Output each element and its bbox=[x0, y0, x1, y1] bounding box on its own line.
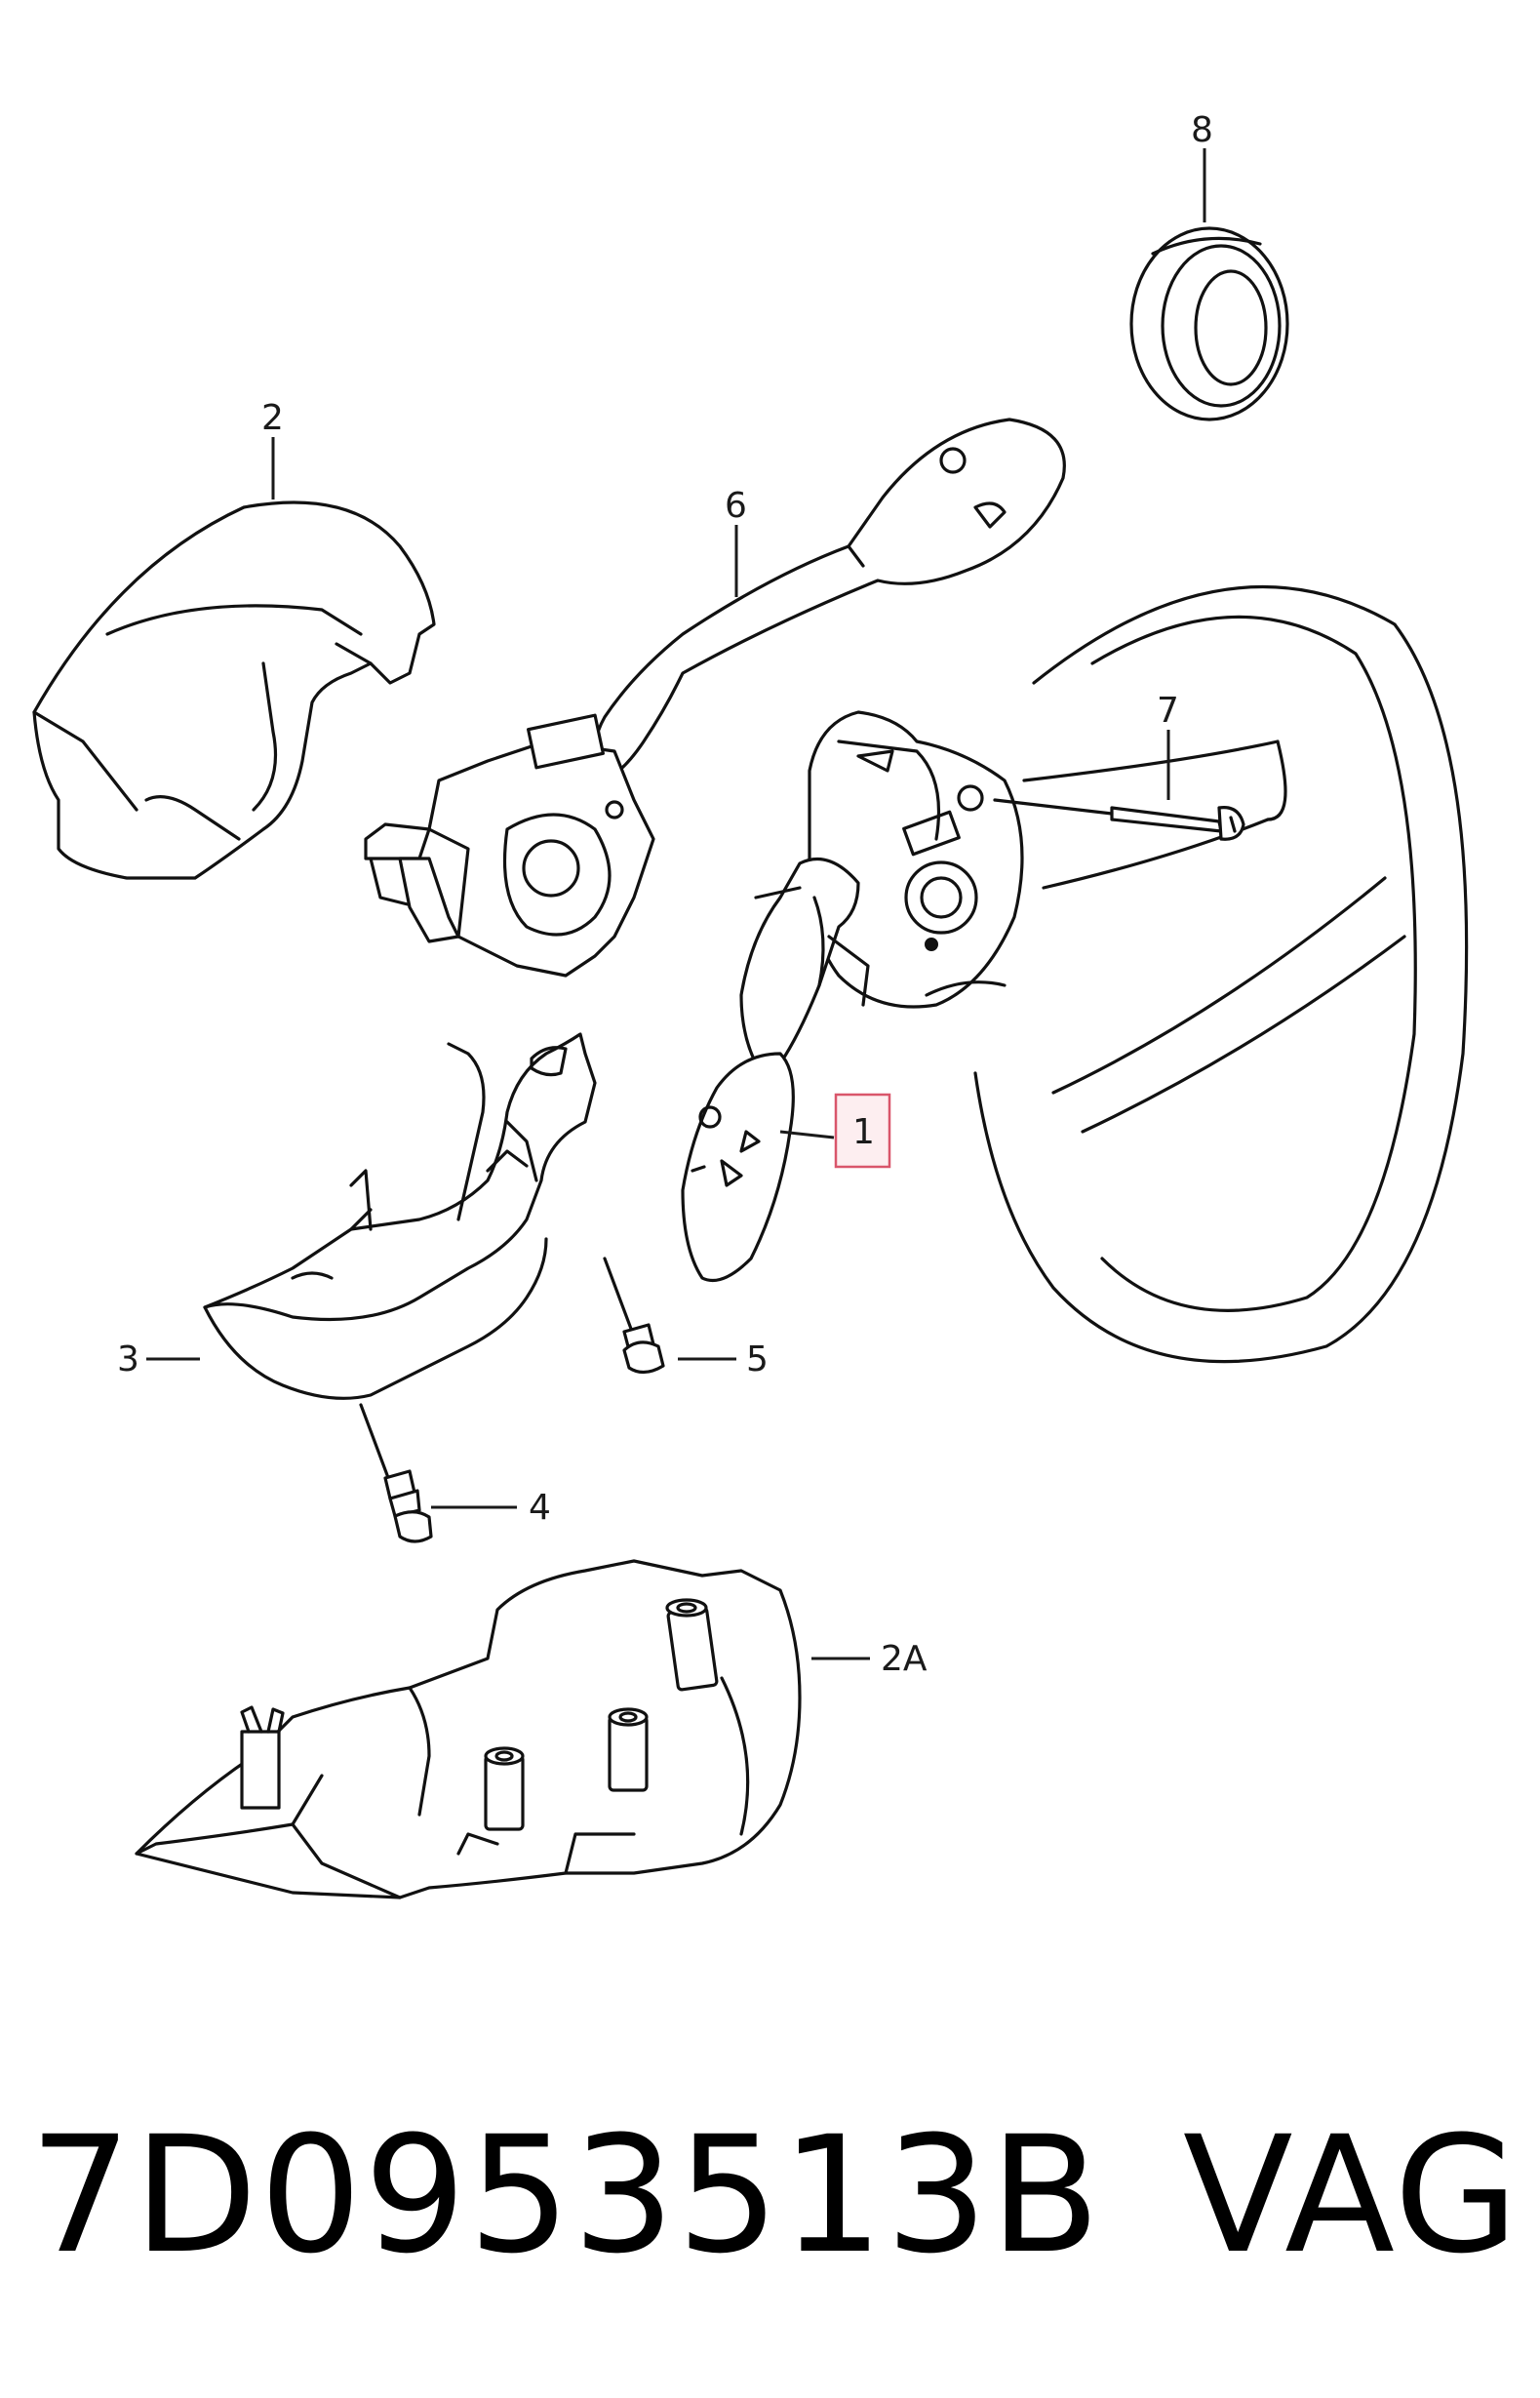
callout-1-highlight bbox=[834, 1093, 891, 1169]
callout-1[interactable]: 1 bbox=[852, 1112, 875, 1152]
part-2a-alt-trim bbox=[135, 1559, 802, 1899]
callout-5[interactable]: 5 bbox=[746, 1339, 769, 1379]
callout-2a[interactable]: 2A bbox=[881, 1639, 928, 1679]
part-5-bolt bbox=[603, 1257, 665, 1375]
callout-2[interactable]: 2 bbox=[261, 398, 284, 438]
callout-3[interactable]: 3 bbox=[117, 1339, 139, 1379]
part-6-stalk-assembly bbox=[364, 418, 1066, 978]
part-4-screw bbox=[359, 1403, 433, 1543]
callout-8[interactable]: 8 bbox=[1191, 110, 1213, 150]
part-3-lower-trim bbox=[203, 1032, 597, 1400]
part-number: 7D0953513B bbox=[29, 2100, 1103, 2289]
part-1-indicator-switch bbox=[681, 710, 1024, 1283]
callout-7[interactable]: 7 bbox=[1157, 691, 1179, 731]
steering-wheel bbox=[973, 584, 1469, 1364]
brand-name: VAG bbox=[1182, 2100, 1520, 2289]
callout-6[interactable]: 6 bbox=[725, 486, 747, 526]
part-number-footer: 7D0953513B VAG bbox=[29, 2098, 1520, 2293]
part-7-screw bbox=[993, 798, 1245, 841]
callout-4[interactable]: 4 bbox=[529, 1488, 551, 1528]
part-2-upper-trim bbox=[32, 500, 436, 880]
callout-leaders bbox=[146, 148, 1206, 1660]
part-8-ring bbox=[1129, 226, 1289, 421]
